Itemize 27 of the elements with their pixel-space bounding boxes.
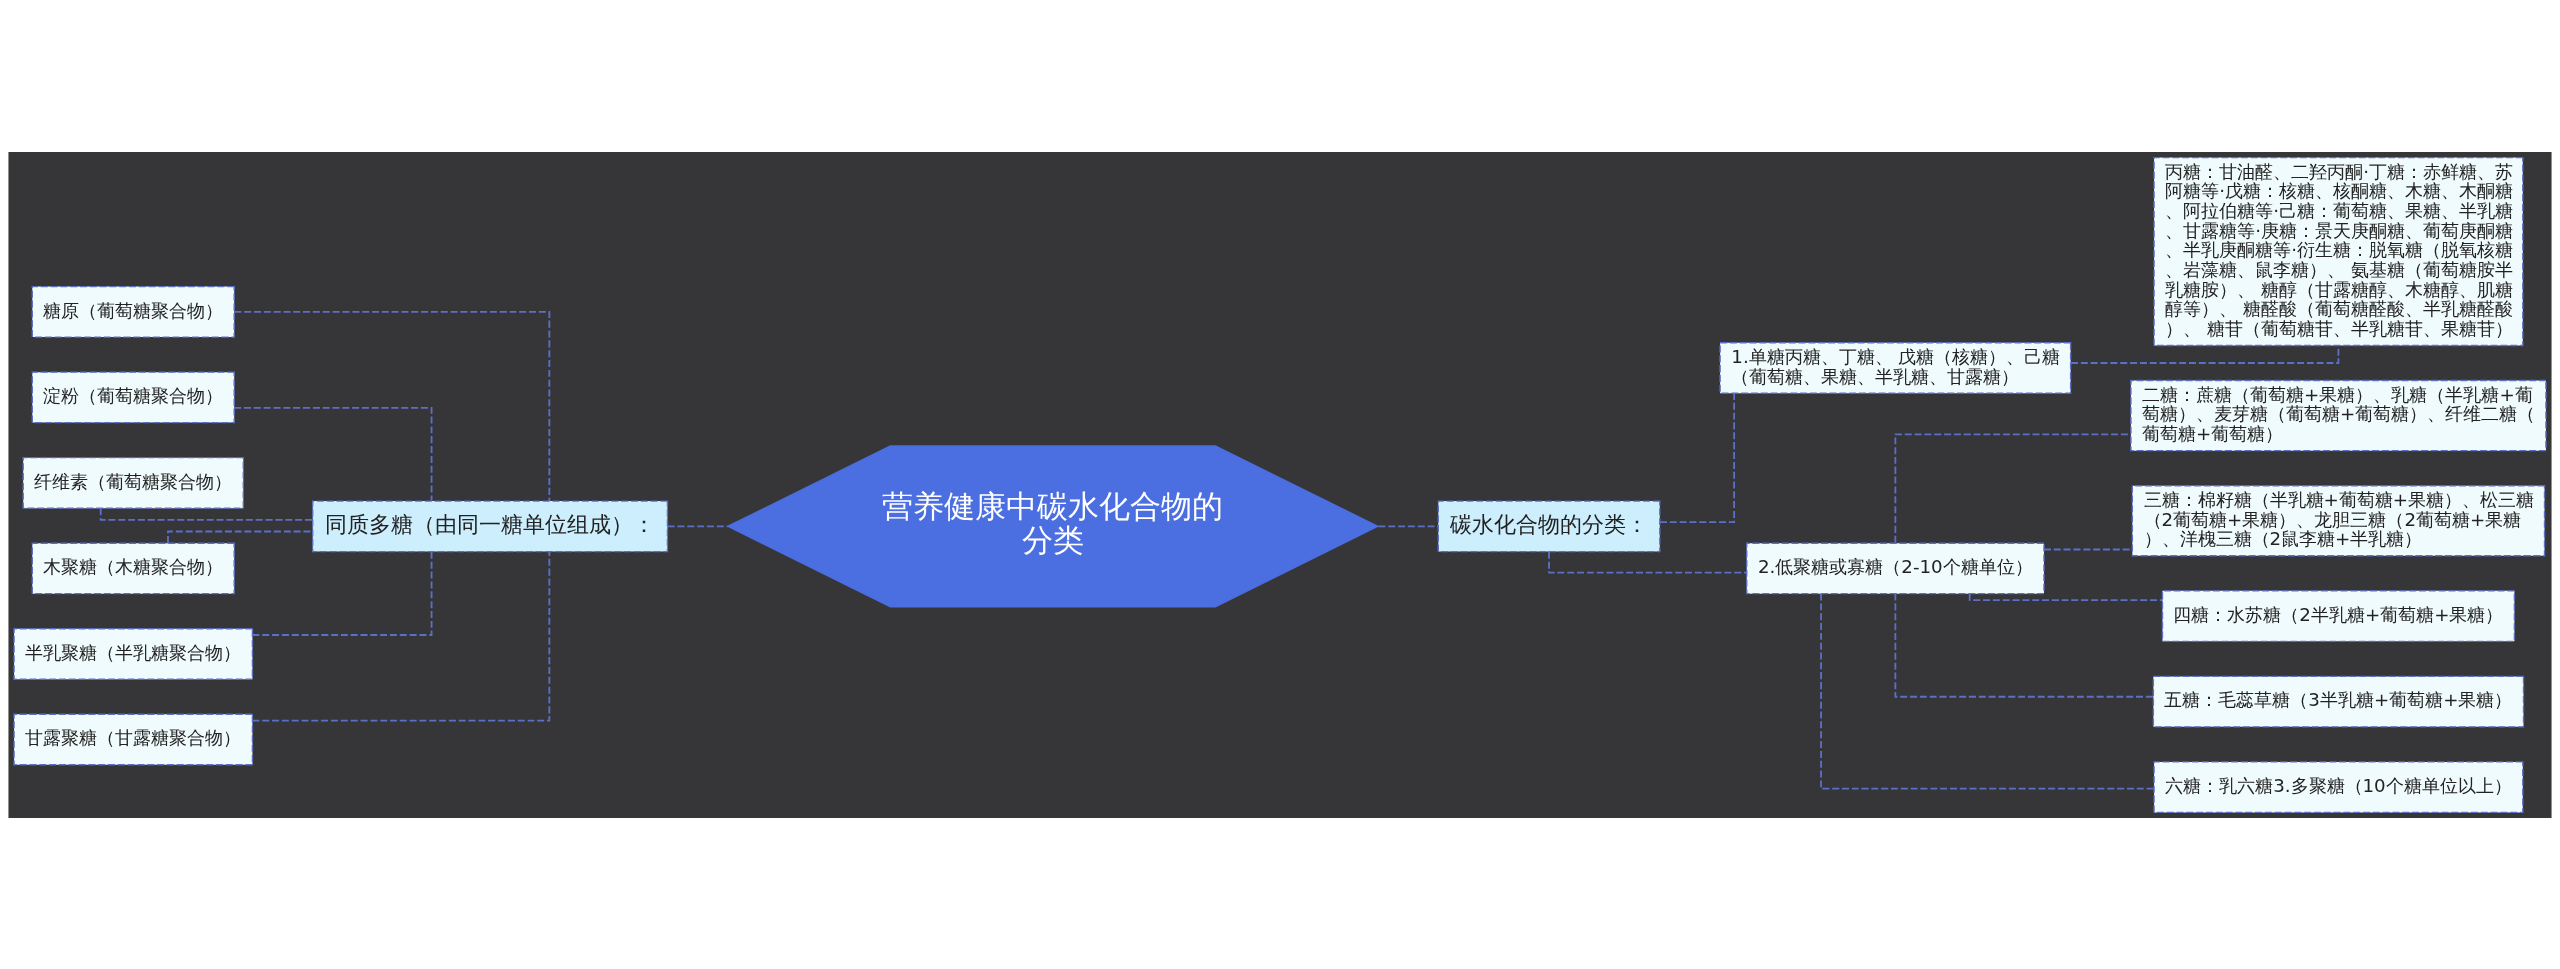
connector — [251, 550, 551, 721]
connector — [233, 406, 433, 502]
connector — [233, 310, 551, 502]
node-box: 淀粉（葡萄糖聚合物） — [31, 370, 235, 423]
connector — [666, 524, 729, 527]
node-box: 木聚糖（木糖聚合物） — [31, 542, 235, 594]
connector — [1377, 524, 1440, 527]
node-box: 半乳聚糖（半乳糖聚合物） — [13, 627, 254, 680]
node-box: 二糖：蔗糖（葡萄糖+果糖）、乳糖（半乳糖+葡萄糖）、麦芽糖（葡萄糖+葡萄糖）、纤维二糖（葡萄糖+葡萄糖） — [2130, 379, 2547, 451]
node-box: 五糖：毛蕊草糖（3半乳糖+葡萄糖+果糖） — [2152, 675, 2525, 728]
connector — [99, 506, 314, 521]
connector — [1820, 592, 2155, 789]
connector — [1968, 592, 2164, 601]
node-box: 1.单糖丙糖、丁糖、 戊糖（核糖）、己糖（葡萄糖、果糖、半乳糖、甘露糖） — [1719, 341, 2072, 394]
node-box: 碳水化合物的分类： — [1437, 499, 1661, 552]
node-box: 四糖：水苏糖（2半乳糖+葡萄糖+果糖） — [2161, 589, 2516, 642]
node-box: 甘露聚糖（甘露糖聚合物） — [13, 713, 254, 765]
connector — [1659, 391, 1736, 523]
node-box: 2.低聚糖或寡糖（2-10个糖单位） — [1746, 542, 2045, 594]
node-box: 纤维素（葡萄糖聚合物） — [22, 456, 244, 509]
node-box: 丙糖：甘油醛、二羟丙酮·丁糖：赤鲜糖、苏阿糖等·戊糖：核糖、核酮糖、木糖、木酮糖、阿拉伯糖等·己糖：葡萄糖、果糖、半乳糖、甘露糖等·庚糖：景天庚酮糖、葡萄庚酮糖、半乳庚酮糖等·衍生糖：脱氧糖（脱氧核糖、岩藻糖、鼠李糖）、 氨基糖（葡萄糖胺半乳糖胺）、 糖醇（甘露糖醇、木糖醇、肌糖醇等）、 糖醛酸（葡萄糖醛酸、半乳糖醛酸）、 糖苷（葡萄糖苷、半乳糖苷、果糖苷） — [2153, 156, 2524, 346]
node-box: 六糖：乳六糖3.多聚糖（10个糖单位以上） — [2153, 760, 2524, 813]
node-box: 糖原（葡萄糖聚合物） — [31, 285, 235, 338]
node-box: 三糖：棉籽糖（半乳糖+葡萄糖+果糖）、松三糖（2葡萄糖+果糖）、龙胆三糖（2葡萄糖+果糖）、洋槐三糖（2鼠李糖+半乳糖） — [2131, 484, 2546, 556]
connector — [1894, 592, 2154, 698]
node-box: 同质多糖（由同一糖单位组成）： — [312, 499, 669, 552]
connector — [251, 550, 433, 636]
